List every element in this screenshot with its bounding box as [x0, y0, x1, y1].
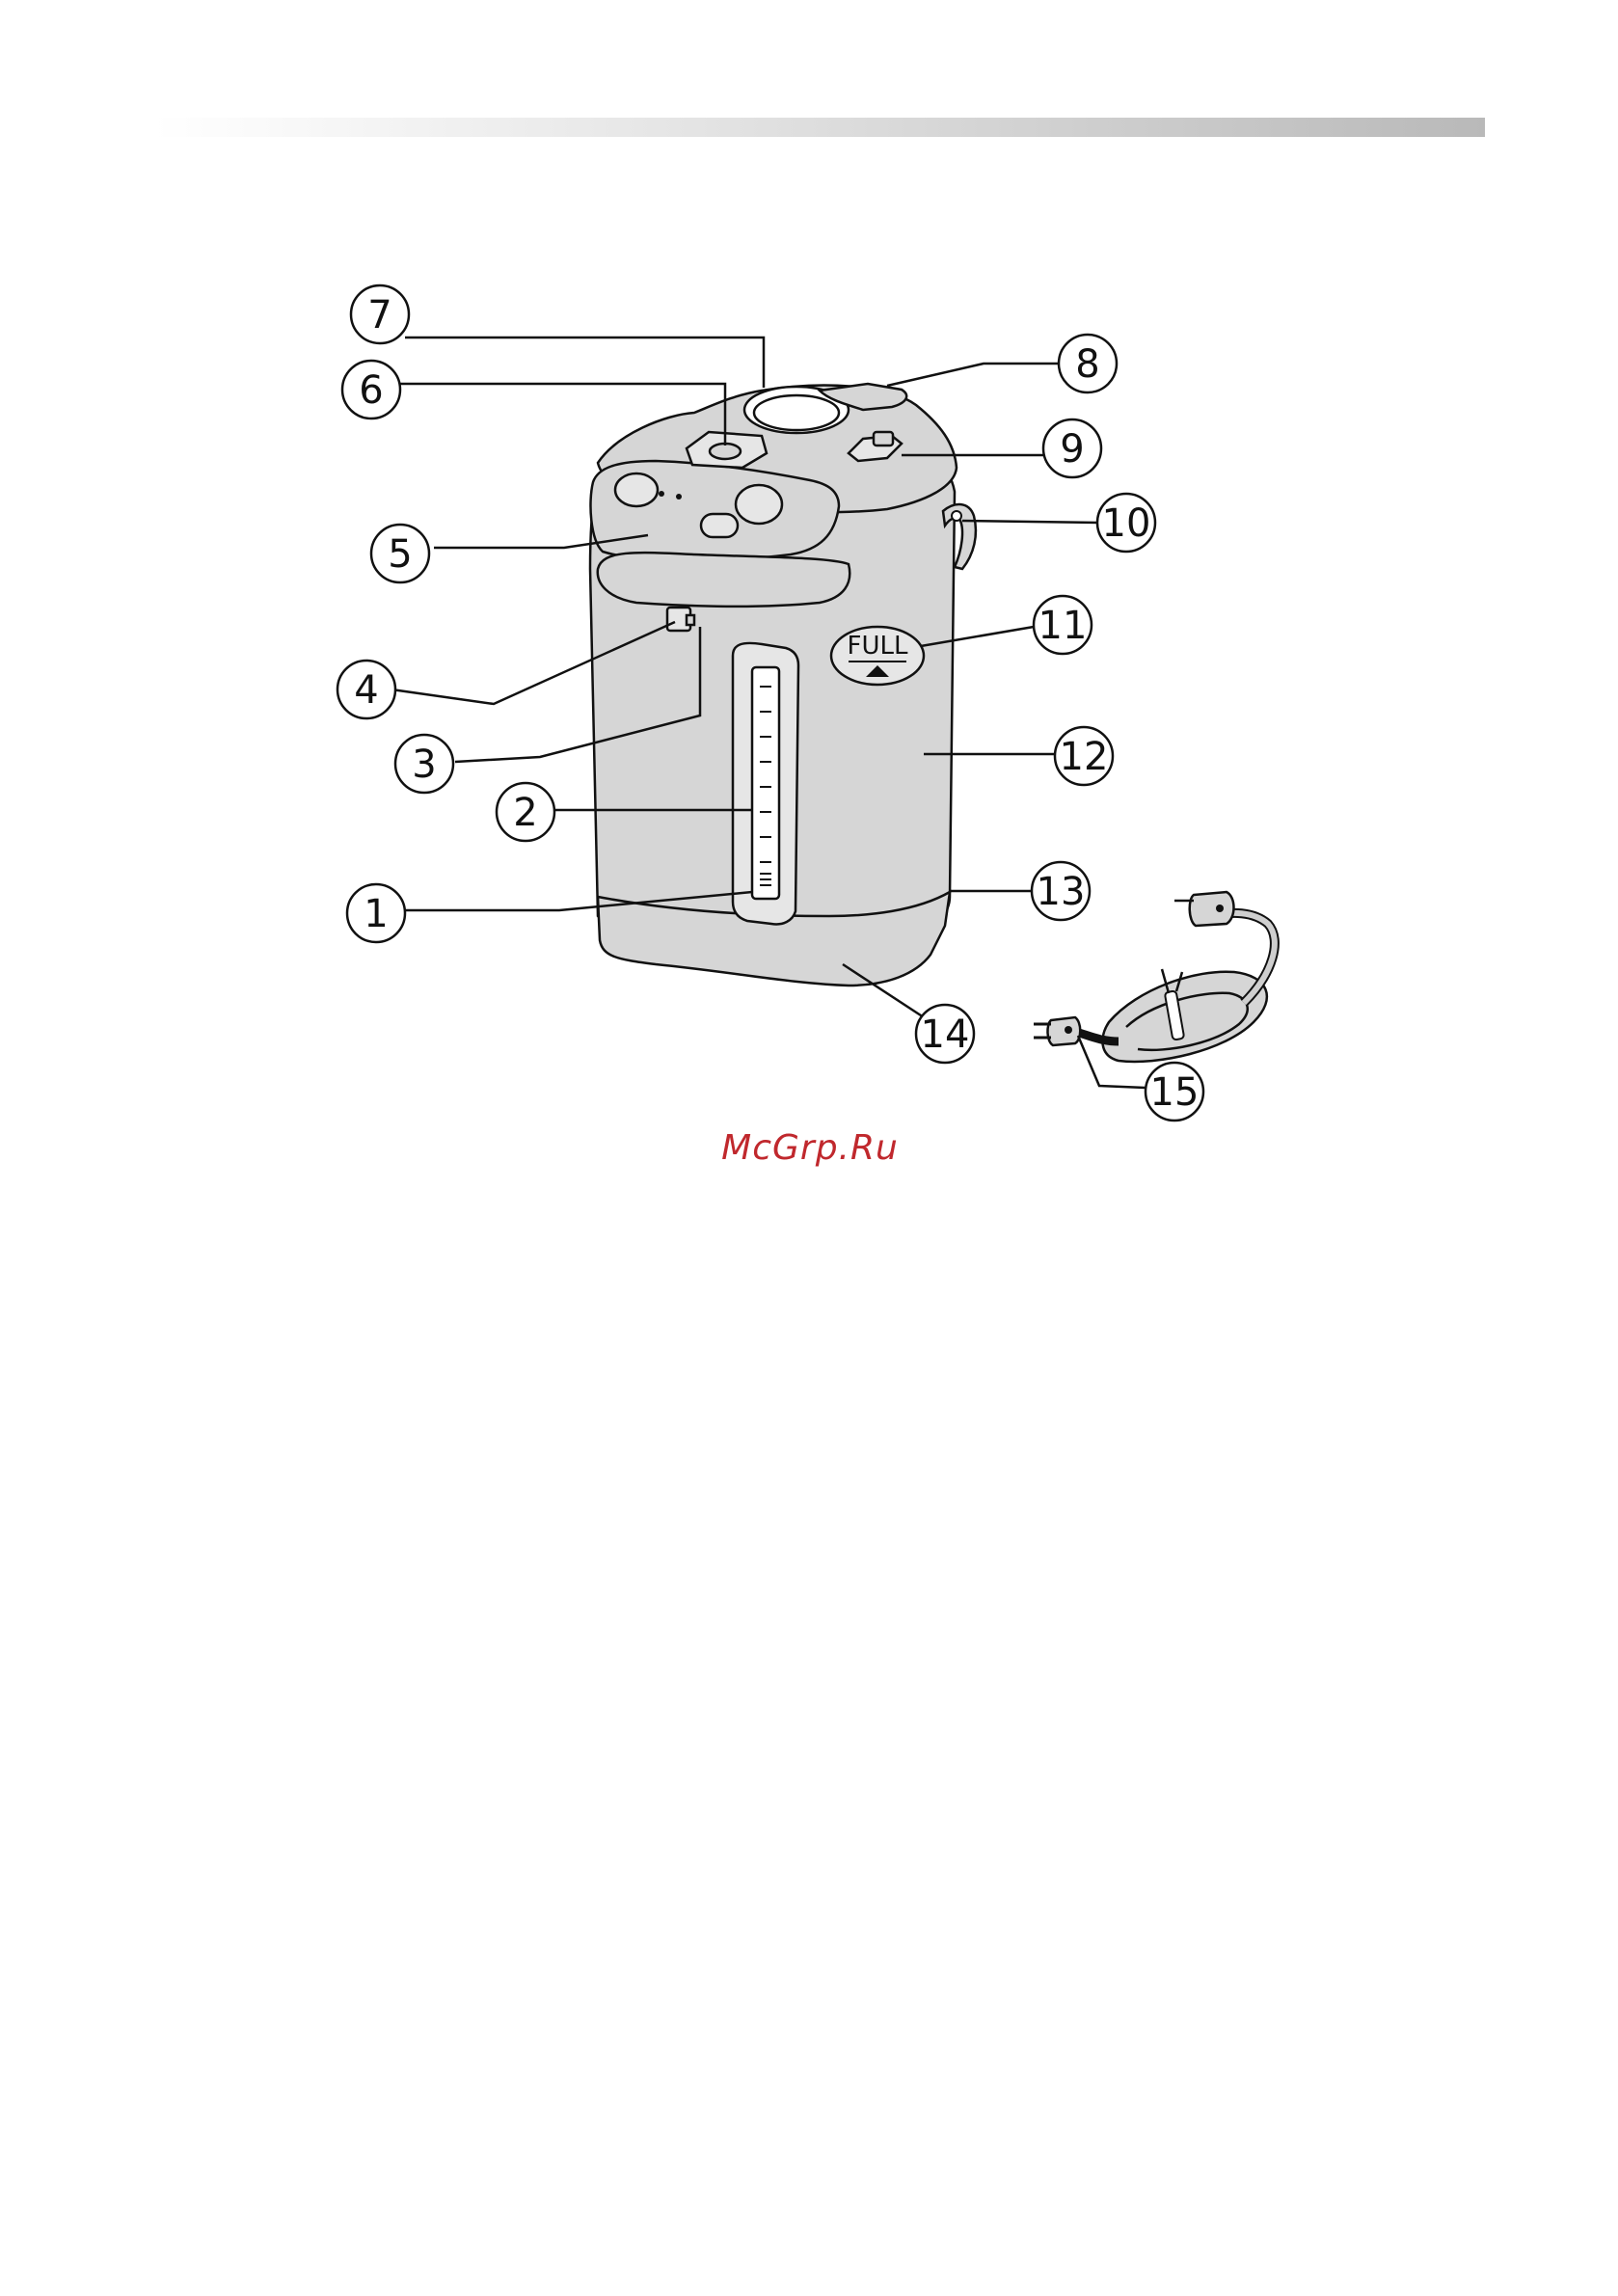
callout-15: 15 [1146, 1063, 1203, 1121]
callout-8-label: 8 [1075, 342, 1099, 387]
callout-11: 11 [1034, 596, 1092, 654]
watermark-text: McGrp.Ru [675, 1128, 945, 1168]
callout-3-label: 3 [412, 743, 436, 787]
callout-8: 8 [1059, 335, 1117, 392]
spout-housing [598, 553, 849, 607]
full-indicator-label: FULL [848, 632, 908, 661]
leader-8 [887, 364, 1061, 386]
panel-dot-2 [676, 494, 682, 500]
leader-10 [962, 521, 1099, 523]
connector-socket [1216, 905, 1224, 912]
callout-15-label: 15 [1150, 1070, 1200, 1115]
callout-5-label: 5 [388, 532, 412, 577]
steam-vent-tab [874, 432, 893, 446]
callout-2-label: 2 [513, 791, 537, 835]
callout-6-label: 6 [359, 368, 383, 413]
water-level-gauge [752, 667, 779, 899]
callout-13: 13 [1032, 862, 1090, 920]
leader-7 [405, 338, 764, 388]
panel-dot-1 [659, 491, 664, 497]
callout-12-label: 12 [1060, 735, 1109, 779]
callout-1: 1 [347, 884, 405, 942]
lid-release-knob [710, 444, 741, 459]
panel-button-small [701, 514, 738, 537]
callout-9: 9 [1043, 419, 1101, 477]
callout-12: 12 [1055, 727, 1113, 785]
spout-tip [687, 615, 694, 625]
handle-pivot [952, 511, 961, 521]
callout-14-label: 14 [921, 1013, 970, 1057]
callout-13-label: 13 [1037, 870, 1086, 914]
callout-5: 5 [371, 525, 429, 582]
callout-6: 6 [342, 361, 400, 419]
callout-7-label: 7 [367, 293, 391, 338]
callout-2: 2 [497, 783, 554, 841]
callout-1-label: 1 [364, 892, 388, 936]
wall-plug [1047, 1017, 1080, 1045]
callout-7: 7 [351, 285, 409, 343]
callout-11-label: 11 [1038, 604, 1088, 648]
thermopot-illustration: FULL [590, 384, 976, 986]
callout-10-label: 10 [1102, 501, 1151, 546]
callout-14: 14 [916, 1005, 974, 1063]
appliance-connector [1190, 892, 1234, 926]
callout-4: 4 [337, 661, 395, 718]
callout-9-label: 9 [1060, 427, 1084, 472]
panel-button-right [736, 485, 782, 524]
callout-10: 10 [1097, 494, 1155, 552]
callout-4-label: 4 [354, 668, 378, 713]
panel-button-left [615, 473, 658, 506]
cord-coil [1102, 972, 1266, 1062]
callout-3: 3 [395, 735, 453, 793]
wall-plug-dot [1065, 1026, 1072, 1034]
